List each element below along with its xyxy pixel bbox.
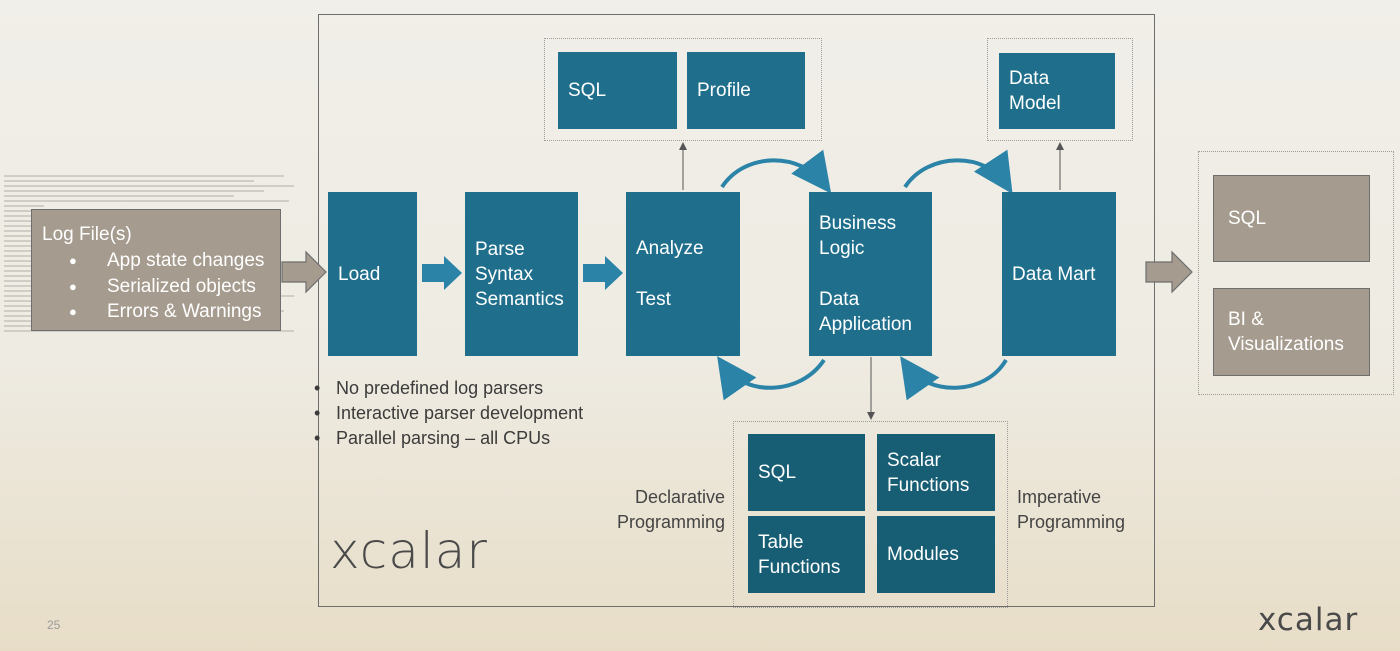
datamart-outputs-group [987, 38, 1133, 141]
data-model-line: Data [1009, 68, 1050, 89]
consumer-sql-box: SQL [1213, 175, 1370, 262]
scalar-functions-line: Functions [887, 474, 970, 496]
data-mart-box: Data Mart [1002, 192, 1116, 356]
business-logic-line: Data [819, 289, 860, 310]
consumer-bi-line: Visualizations [1228, 334, 1344, 355]
scalar-functions-box: Scalar Functions [877, 434, 995, 511]
business-analyze-bottom-curve [717, 356, 826, 401]
analyze-stage-box: Analyze Test [626, 192, 740, 356]
declarative-programming-label: Declarative Programming [616, 487, 725, 532]
page-number: 25 [47, 618, 61, 632]
log-to-load-arrow [281, 250, 327, 294]
data-model-box: Data Model [999, 53, 1115, 129]
business-logic-box: Business Logic Data Application [809, 192, 932, 356]
xcalar-logo-large: xcalar [330, 522, 488, 580]
log-files-title: Log File(s) [42, 224, 132, 245]
consumer-sql-label: SQL [1228, 208, 1267, 229]
xcalar-platform-frame [318, 14, 1155, 607]
modules-label: Modules [887, 544, 959, 565]
parse-stage-box: Parse Syntax Semantics [465, 192, 578, 356]
load-stage-label: Load [338, 263, 381, 285]
feature-item: No predefined log parsers [306, 376, 686, 401]
programming-group [733, 421, 1008, 608]
analyze-outputs-group [544, 38, 822, 141]
feature-item: Parallel parsing – all CPUs [306, 426, 686, 451]
data-mart-label: Data Mart [1012, 263, 1096, 285]
log-files-item: Errors & Warnings [42, 299, 270, 325]
features-list: No predefined log parsers Interactive pa… [306, 376, 686, 451]
profile-output-box: Profile [687, 52, 805, 129]
sql-output-label: SQL [568, 80, 607, 101]
business-logic-line: Application [819, 314, 912, 335]
parse-stage-line: Parse [475, 238, 525, 260]
business-logic-line: Logic [819, 238, 865, 259]
load-to-parse-arrow [422, 256, 462, 290]
feature-item: Interactive parser development [306, 401, 686, 426]
table-functions-line: Functions [758, 556, 841, 578]
consumer-bi-line: BI & [1228, 309, 1264, 330]
log-files-item: Serialized objects [42, 274, 270, 300]
business-logic-line: Business [819, 213, 897, 234]
imperative-programming-label: Imperative Programming [1017, 487, 1126, 532]
table-functions-box: Table Functions [748, 516, 865, 593]
data-model-line: Model [1009, 93, 1061, 114]
datamart-business-bottom-curve [900, 356, 1008, 401]
scalar-functions-line: Scalar [887, 449, 941, 471]
table-functions-line: Table [758, 531, 804, 553]
parse-to-analyze-arrow [583, 256, 623, 290]
analyze-stage-line: Analyze [636, 238, 704, 259]
analyze-business-top-curve [720, 149, 832, 194]
business-datamart-top-curve [903, 149, 1013, 195]
sql-output-box: SQL [558, 52, 677, 129]
parse-stage-line: Semantics [475, 288, 564, 310]
log-files-item: App state changes [42, 248, 270, 274]
programming-sql-label: SQL [758, 462, 797, 483]
consumer-bi-box: BI & Visualizations [1213, 288, 1370, 376]
programming-sql-box: SQL [748, 434, 865, 511]
modules-box: Modules [877, 516, 995, 593]
log-files-box: Log File(s) App state changes Serialized… [31, 209, 281, 331]
load-stage-box: Load [328, 192, 417, 356]
xcalar-logo-small: xcalar [1258, 602, 1359, 638]
profile-output-label: Profile [697, 80, 751, 101]
datamart-to-consumers-arrow [1145, 250, 1193, 294]
analyze-stage-line: Test [636, 289, 671, 310]
parse-stage-line: Syntax [475, 263, 534, 285]
consumers-group [1198, 151, 1394, 395]
